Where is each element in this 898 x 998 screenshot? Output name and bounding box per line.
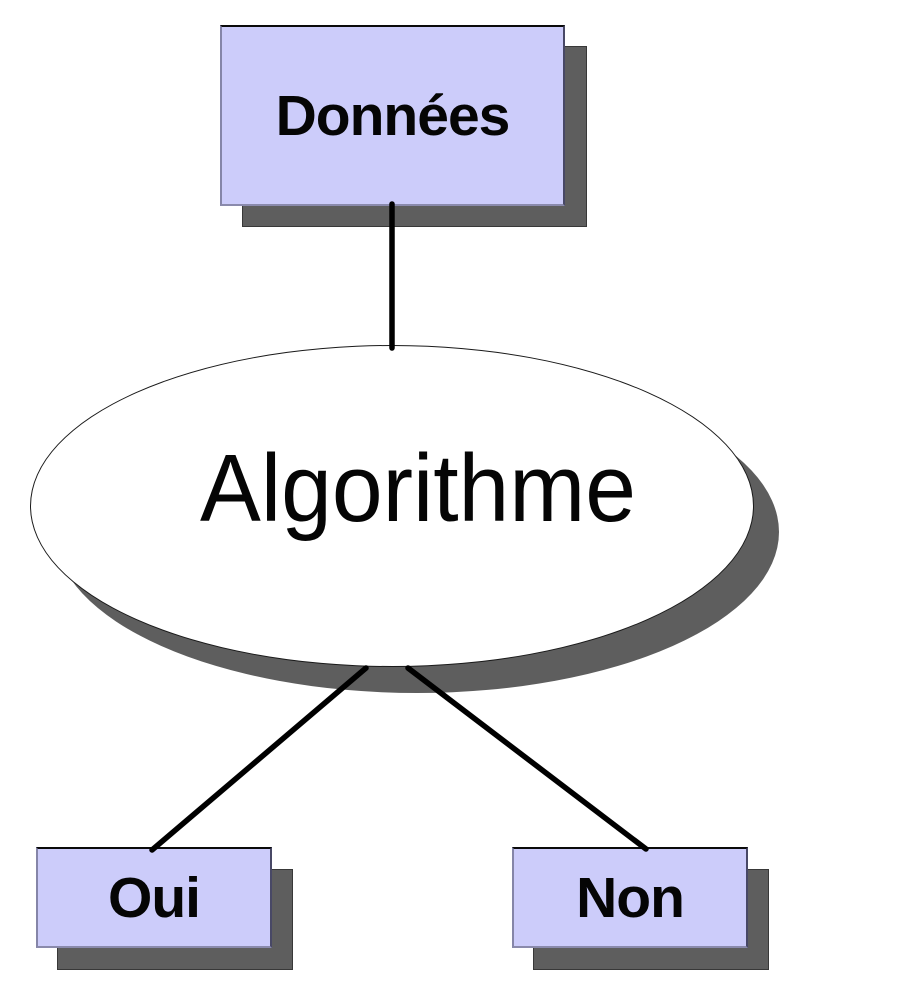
node-algorithme: [30, 345, 754, 667]
node-non-label: Non: [576, 865, 685, 930]
edge-algorithme-non: [405, 665, 649, 852]
node-non: Non: [512, 847, 748, 948]
node-oui: Oui: [36, 847, 272, 948]
node-donnees-label: Données: [275, 83, 511, 148]
node-oui-label: Oui: [108, 865, 201, 930]
node-donnees: Données: [220, 25, 565, 206]
edge-algorithme-oui: [149, 665, 369, 853]
node-algorithme-label: Algorithme: [200, 435, 636, 542]
